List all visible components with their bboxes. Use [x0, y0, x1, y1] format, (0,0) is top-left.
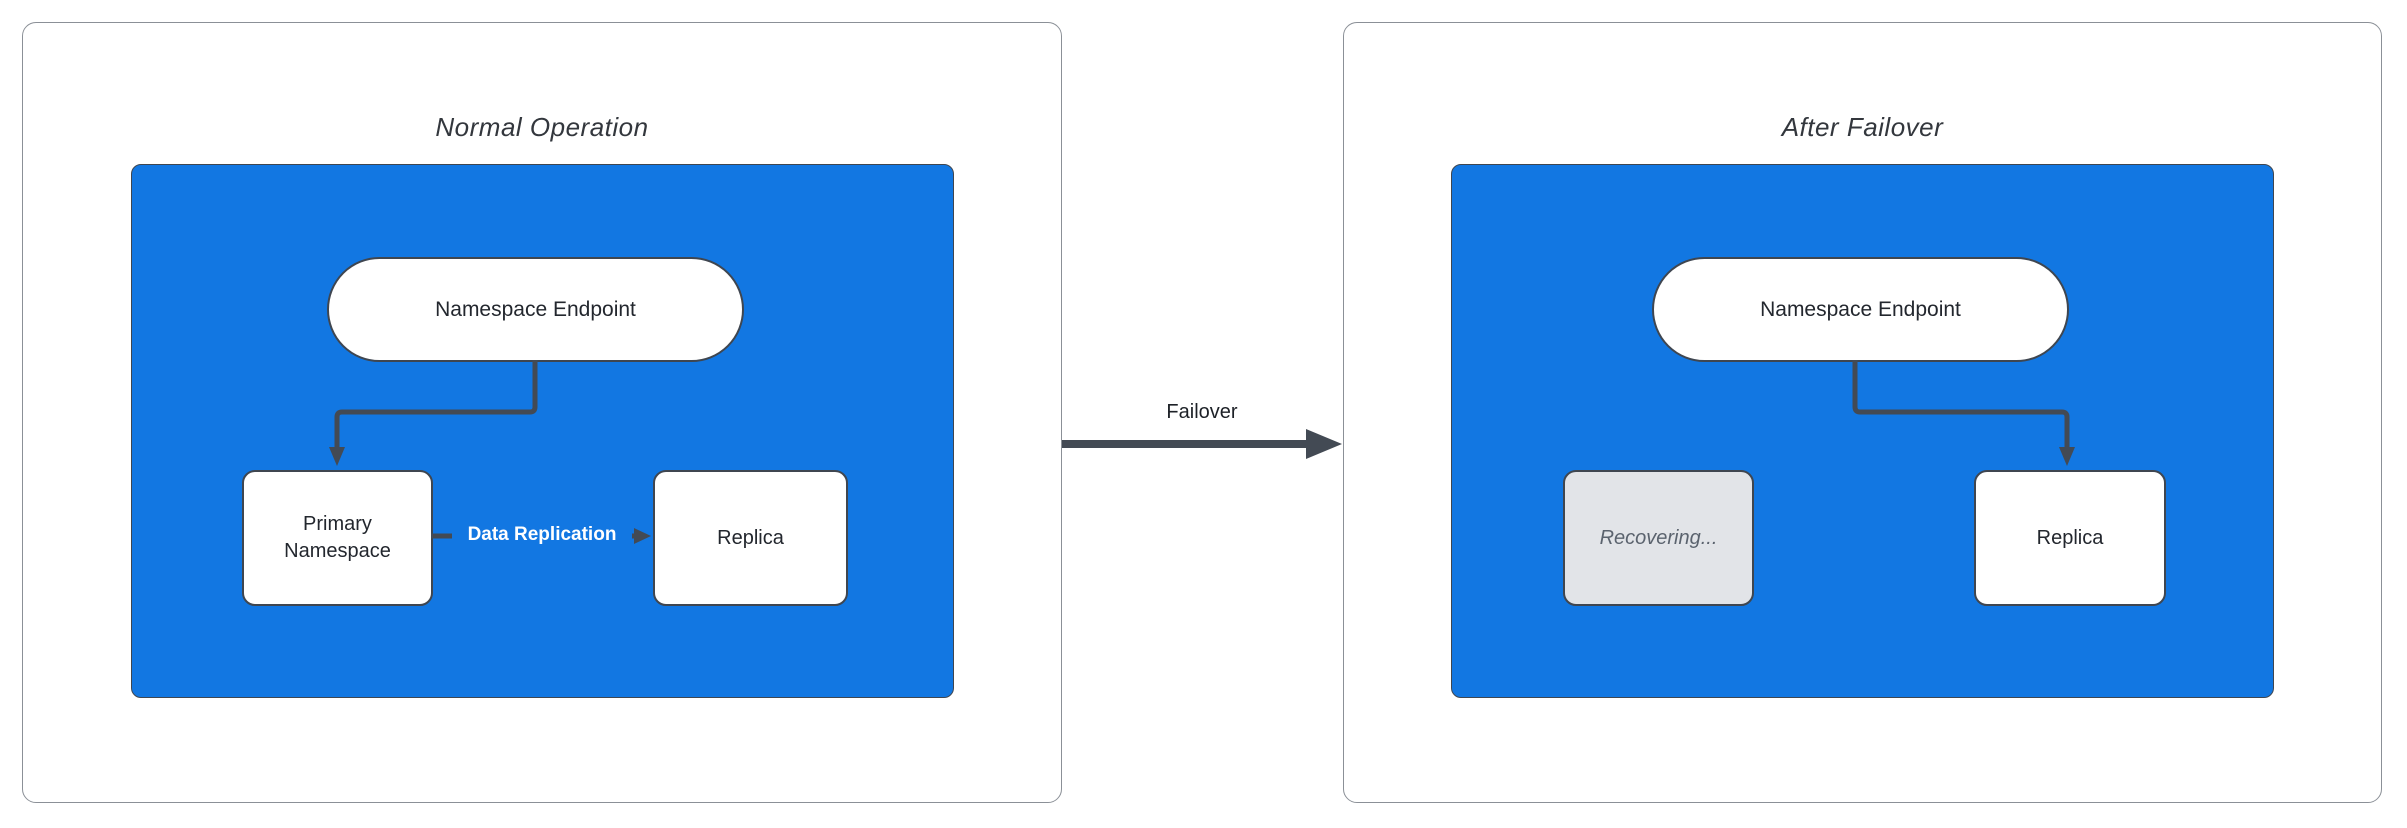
failover-arrowhead-icon	[1306, 429, 1342, 459]
failover-label: Failover	[1102, 401, 1302, 424]
panel-title: Normal Operation	[435, 112, 649, 142]
panel-after-failover: After Failover Namespace Endpoint Recove…	[1343, 22, 2382, 803]
node-label: Primary Namespace	[284, 513, 391, 562]
node-primary-namespace: Primary Namespace	[242, 470, 433, 606]
node-replica: Replica	[1974, 470, 2166, 606]
node-label: Namespace Endpoint	[1760, 298, 1961, 321]
node-recovering: Recovering...	[1563, 470, 1754, 606]
node-namespace-endpoint: Namespace Endpoint	[327, 257, 744, 362]
node-label: Recovering...	[1599, 526, 1718, 549]
cluster-normal: Namespace Endpoint Primary Namespace Rep…	[131, 164, 954, 698]
node-label: Namespace Endpoint	[435, 298, 636, 321]
data-replication-label: Data Replication	[452, 524, 632, 546]
cluster-after-failover: Namespace Endpoint Recovering... Replica	[1451, 164, 2274, 698]
node-label: Replica	[2036, 526, 2104, 549]
panel-title: After Failover	[1781, 112, 1944, 142]
node-label: Replica	[717, 526, 784, 549]
node-namespace-endpoint: Namespace Endpoint	[1652, 257, 2069, 362]
panel-normal-operation: Normal Operation Namespace Endpoint Prim…	[22, 22, 1062, 803]
node-replica: Replica	[653, 470, 848, 606]
